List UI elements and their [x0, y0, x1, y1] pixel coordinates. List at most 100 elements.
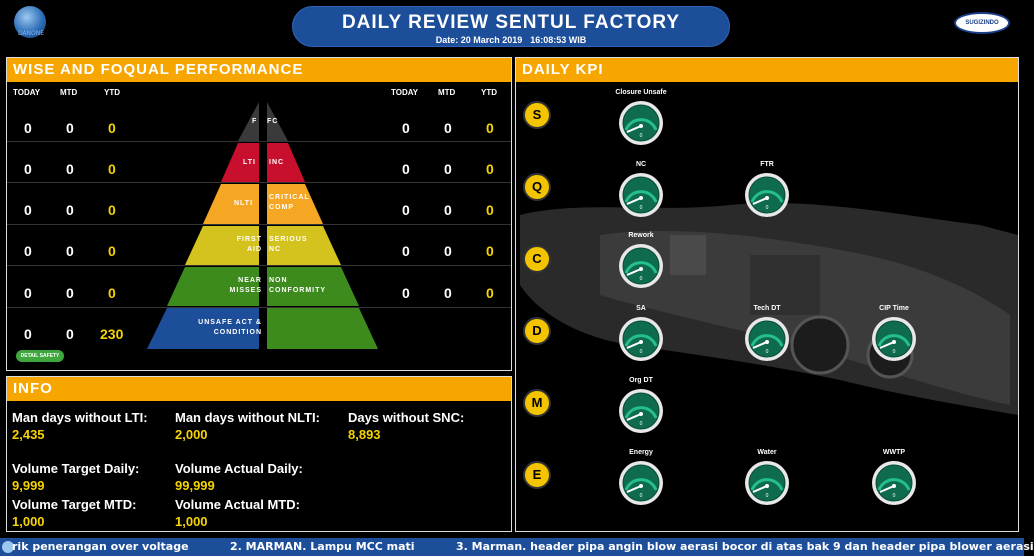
- pyramid-label-near-misses: NEAR MISSES: [229, 277, 262, 294]
- safety-pyramid: [147, 102, 378, 349]
- gauge-value: 0: [765, 493, 769, 499]
- pyramid-label-first-aid: FIRST AID: [236, 236, 262, 253]
- ticker-logo-icon: [2, 541, 14, 553]
- left-row-6: 0 0 230: [0, 314, 140, 355]
- pyramid-label-non-conformity: NON CONFORMITY: [269, 277, 327, 294]
- gauge[interactable]: [618, 172, 664, 218]
- kpi-title: DAILY KPI: [516, 58, 1018, 82]
- gauge-label: FTR: [760, 161, 774, 168]
- right-col-mtd: MTD: [438, 88, 456, 97]
- right-mtd: 0: [444, 120, 452, 136]
- pyramid-level-1-left: [238, 102, 259, 141]
- logo-left-text: DANONE: [17, 30, 45, 37]
- gauge-label: Tech DT: [753, 305, 781, 312]
- gauge-label: Org DT: [629, 377, 653, 384]
- gauge-value: 0: [639, 421, 643, 427]
- gauge-value: 0: [639, 205, 643, 211]
- gauge[interactable]: [744, 316, 790, 362]
- left-today: 0: [24, 243, 32, 259]
- right-row-5: 0 0 0: [380, 273, 510, 314]
- volume-actual-mtd-label: Volume Actual MTD:: [175, 497, 300, 512]
- info-title: INFO: [7, 377, 511, 401]
- ticker-item-2: 2. MARMAN. Lampu MCC mati: [230, 540, 415, 553]
- left-mtd: 0: [66, 326, 74, 342]
- info-panel: INFO: [6, 376, 512, 532]
- volume-target-daily-value: 9,999: [12, 478, 45, 493]
- gauge-value: 0: [639, 276, 643, 282]
- gauge-label: Energy: [629, 449, 653, 456]
- kpi-category-e[interactable]: E: [523, 461, 551, 489]
- kpi-category-q[interactable]: Q: [523, 173, 551, 201]
- gauge[interactable]: [618, 100, 664, 146]
- gauge[interactable]: [618, 388, 664, 434]
- gauge[interactable]: [744, 172, 790, 218]
- time-text: 16:08:53 WIB: [530, 35, 587, 45]
- pyramid-label-unsafe: UNSAFE ACT & CONDITION: [198, 319, 262, 336]
- right-today: 0: [402, 120, 410, 136]
- detail-safety-button[interactable]: DETAIL SAFETY: [16, 350, 64, 362]
- gauge[interactable]: [618, 243, 664, 289]
- gauge-label: Rework: [628, 232, 654, 239]
- pyramid-label-inc: INC: [269, 159, 285, 166]
- gauge-value: 0: [639, 349, 643, 355]
- gauge-value: 0: [639, 133, 643, 139]
- gauge[interactable]: [618, 460, 664, 506]
- left-row-1: 0 0 0: [0, 108, 140, 149]
- left-ytd: 0: [108, 120, 116, 136]
- kpi-category-s[interactable]: S: [523, 101, 551, 129]
- gauge[interactable]: [871, 316, 917, 362]
- row-divider: [7, 265, 511, 266]
- kpi-category-m[interactable]: M: [523, 389, 551, 417]
- left-col-ytd: YTD: [104, 88, 120, 97]
- right-mtd: 0: [444, 243, 452, 259]
- gauge[interactable]: [618, 316, 664, 362]
- left-mtd: 0: [66, 202, 74, 218]
- pyramid-level-1-right: [267, 102, 288, 141]
- gauge-value: 0: [639, 493, 643, 499]
- volume-target-daily-label: Volume Target Daily:: [12, 461, 140, 476]
- right-row-2: 0 0 0: [380, 149, 510, 190]
- right-ytd: 0: [486, 120, 494, 136]
- kpi-category-c[interactable]: C: [523, 245, 551, 273]
- right-today: 0: [402, 285, 410, 301]
- right-ytd: 0: [486, 243, 494, 259]
- right-col-ytd: YTD: [481, 88, 497, 97]
- right-row-3: 0 0 0: [380, 190, 510, 231]
- gauge-label: CIP Time: [879, 305, 909, 312]
- gauge-label: Water: [757, 449, 777, 456]
- right-ytd: 0: [486, 202, 494, 218]
- date-text: Date: 20 March 2019: [435, 35, 523, 45]
- left-col-today: TODAY: [13, 88, 41, 97]
- left-row-2: 0 0 0: [0, 149, 140, 190]
- right-today: 0: [402, 161, 410, 177]
- pyramid-level-6-right: [267, 308, 378, 349]
- pyramid-level-5-right: [267, 267, 359, 306]
- left-col-mtd: MTD: [60, 88, 78, 97]
- gauge[interactable]: [744, 460, 790, 506]
- man-days-lti-label: Man days without LTI:: [12, 410, 148, 425]
- row-divider: [7, 307, 511, 308]
- gauge-value: 0: [765, 205, 769, 211]
- right-today: 0: [402, 202, 410, 218]
- gauge[interactable]: [871, 460, 917, 506]
- left-today: 0: [24, 161, 32, 177]
- left-today: 0: [24, 120, 32, 136]
- title-banner: DAILY REVIEW SENTUL FACTORY Date: 20 Mar…: [292, 6, 730, 47]
- logo-left: [14, 6, 46, 38]
- days-snc-value: 8,893: [348, 427, 381, 442]
- pyramid-label-nlti: NLTI: [234, 200, 254, 207]
- ticker-item-3: 3. Marman. header pipa angin blow aerasi…: [456, 540, 1034, 553]
- pyramid-label-lti: LTI: [243, 159, 256, 166]
- news-ticker: rik penerangan over voltage 2. MARMAN. L…: [0, 538, 1034, 556]
- left-ytd: 0: [108, 161, 116, 177]
- kpi-category-d[interactable]: D: [523, 317, 551, 345]
- row-divider: [7, 182, 511, 183]
- left-today: 0: [24, 202, 32, 218]
- pyramid-level-2-right: [267, 143, 305, 182]
- gauge-label: NC: [635, 161, 647, 168]
- right-row-1: 0 0 0: [380, 108, 510, 149]
- left-mtd: 0: [66, 161, 74, 177]
- pyramid-level-3-left: [203, 184, 259, 224]
- right-ytd: 0: [486, 161, 494, 177]
- days-snc-label: Days without SNC:: [348, 410, 465, 425]
